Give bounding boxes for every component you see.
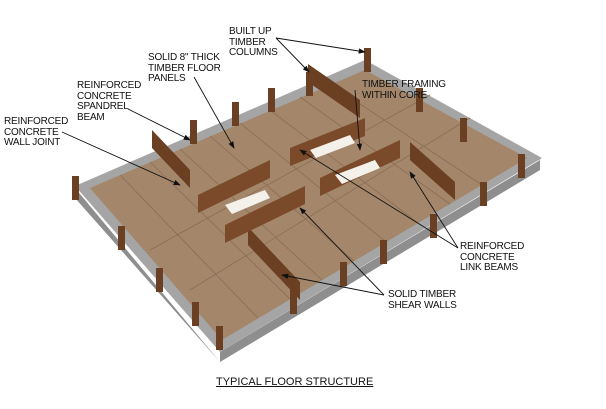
leader-lines (61, 37, 459, 296)
label-floor-panels: SOLID 8" THICK TIMBER FLOOR PANELS (148, 52, 221, 84)
label-link-beams: REINFORCED CONCRETE LINK BEAMS (460, 241, 525, 273)
timber-columns (72, 48, 525, 350)
timber-shear-walls (152, 64, 455, 300)
label-wall-joint: REINFORCED CONCRETE WALL JOINT (4, 116, 69, 148)
timber-floor-panels (90, 70, 527, 340)
label-shear-walls: SOLID TIMBER SHEAR WALLS (388, 289, 457, 311)
diagram-title: TYPICAL FLOOR STRUCTURE (216, 376, 374, 388)
floor-panel-joints (119, 83, 483, 319)
label-spandrel-beam: REINFORCED CONCRETE SPANDREL BEAM (77, 80, 142, 123)
label-timber-columns: BUILT UP TIMBER COLUMNS (229, 26, 278, 58)
label-core-framing: TIMBER FRAMING WITHIN CORE (362, 79, 446, 101)
